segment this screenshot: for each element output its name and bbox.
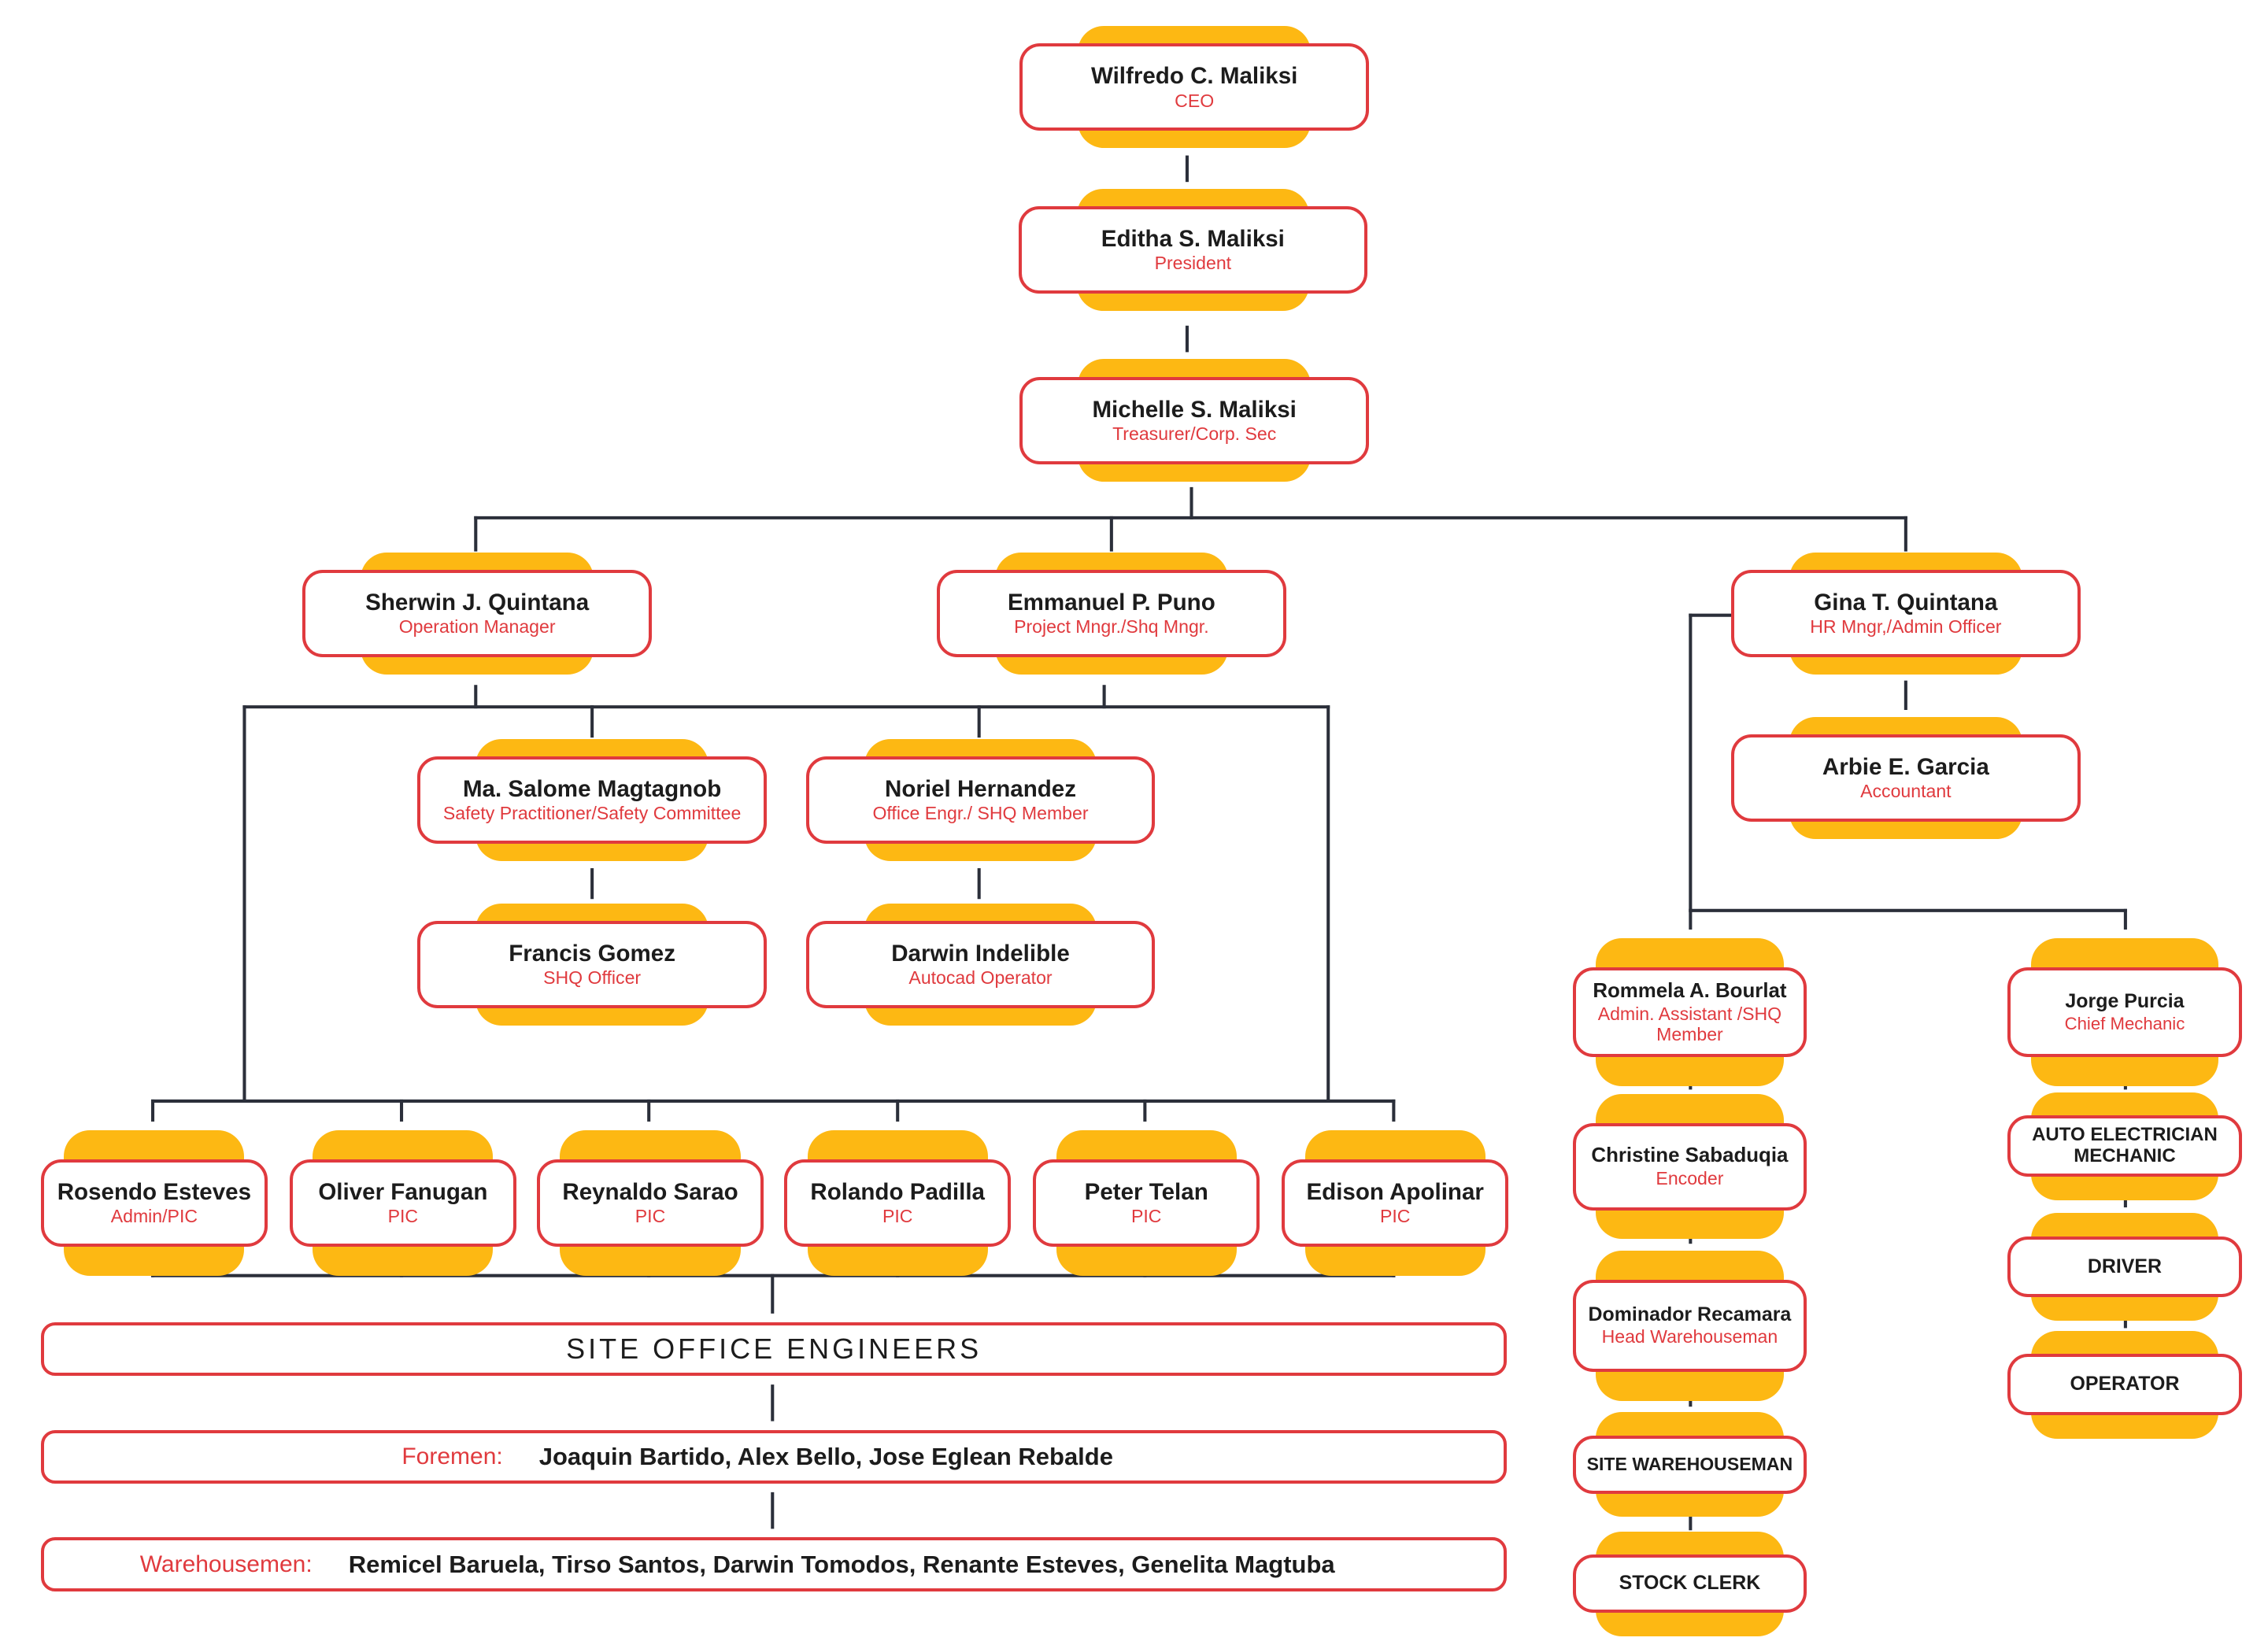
node-name: Wilfredo C. Maliksi [1090, 63, 1298, 90]
foremen-names: Joaquin Bartido, Alex Bello, Jose Eglean… [538, 1442, 1113, 1470]
node-role: HR Mngr,/Admin Officer [1810, 616, 2002, 638]
node-name: Gina T. Quintana [1814, 590, 1998, 616]
node-role: Safety Practitioner/Safety Committee [442, 803, 742, 823]
node-role: Operation Manager [398, 616, 556, 638]
warehousemen-names: Remicel Baruela, Tirso Santos, Darwin To… [348, 1550, 1335, 1578]
node-name: Rolando Padilla [810, 1178, 985, 1205]
node-name: Francis Gomez [509, 940, 676, 967]
node-auto-electrician: AUTO ELECTRICIAN MECHANIC [2007, 1115, 2242, 1177]
warehousemen-bar: Warehousemen: Remicel Baruela, Tirso Sant… [40, 1537, 1508, 1591]
node-role: Autocad Operator [908, 967, 1053, 988]
node-role: President [1154, 253, 1232, 274]
node-role: Head Warehouseman [1601, 1326, 1778, 1347]
node-role: SHQ Officer [543, 967, 642, 988]
node-name: Reynaldo Sarao [562, 1178, 738, 1205]
node-name: Ma. Salome Magtagnob [462, 775, 722, 802]
site-office-title: SITE OFFICE ENGINEERS [566, 1333, 982, 1365]
node-name: Edison Apolinar [1306, 1178, 1484, 1205]
node-name: Oliver Fanugan [318, 1178, 488, 1205]
node-name: Editha S. Maliksi [1101, 226, 1285, 253]
node-role: PIC [1379, 1205, 1411, 1226]
node-name: DRIVER [2087, 1255, 2163, 1277]
node-stock-clerk: STOCK CLERK [1572, 1554, 1807, 1614]
node-role: PIC [882, 1205, 913, 1226]
node-role: Admin/PIC [110, 1205, 198, 1226]
foremen-label: Foremen: [401, 1443, 503, 1469]
node-name: AUTO ELECTRICIAN MECHANIC [2032, 1124, 2218, 1167]
node-operator: OPERATOR [2007, 1354, 2242, 1416]
foremen-bar: Foremen: Joaquin Bartido, Alex Bello, Jos… [40, 1429, 1508, 1484]
node-role: PIC [387, 1205, 419, 1226]
node-name: Noriel Hernandez [885, 775, 1077, 802]
node-name: Arbie E. Garcia [1822, 754, 1989, 781]
node-role: Encoder [1656, 1167, 1724, 1188]
node-name: STOCK CLERK [1619, 1572, 1761, 1595]
node-name: Michelle S. Maliksi [1092, 396, 1297, 423]
node-name: Rosendo Esteves [57, 1178, 252, 1205]
warehousemen-label: Warehousemen: [139, 1551, 313, 1577]
node-site-warehouseman: SITE WAREHOUSEMAN [1572, 1435, 1807, 1494]
node-role: Admin. Assistant /SHQ Member [1597, 1003, 1782, 1044]
node-name: Dominador Recamara [1588, 1303, 1792, 1325]
node-role: Office Engr./ SHQ Member [872, 803, 1089, 823]
node-role: CEO [1175, 90, 1215, 111]
site-office-engineers-bar: SITE OFFICE ENGINEERS [40, 1322, 1508, 1377]
node-name: SITE WAREHOUSEMAN [1586, 1453, 1793, 1474]
node-role: Accountant [1860, 781, 1952, 802]
node-name: Jorge Purcia [2065, 989, 2185, 1012]
node-name: Emmanuel P. Puno [1007, 590, 1215, 616]
node-driver: DRIVER [2007, 1236, 2242, 1298]
node-name: Christine Sabaduqia [1591, 1144, 1789, 1166]
node-role: Treasurer/Corp. Sec [1112, 423, 1277, 444]
node-name: Peter Telan [1084, 1178, 1208, 1205]
node-role: Chief Mechanic [2064, 1013, 2185, 1033]
node-role: Project Mngr./Shq Mngr. [1014, 616, 1209, 638]
node-name: Darwin Indelible [891, 940, 1070, 967]
node-role: PIC [1130, 1205, 1162, 1226]
node-name: Rommela A. Bourlat [1593, 979, 1787, 1002]
node-role: PIC [635, 1205, 666, 1226]
node-name: OPERATOR [2070, 1373, 2180, 1395]
node-name: Sherwin J. Quintana [365, 590, 590, 616]
